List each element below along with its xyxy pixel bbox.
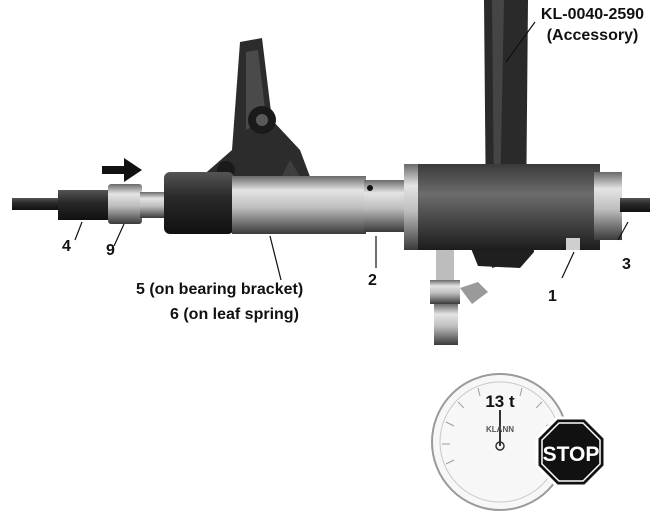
hydraulic-hose (430, 250, 488, 345)
label-9: 9 (106, 242, 115, 259)
label-1: 1 (548, 288, 557, 305)
pressure-gauge-stop: 13 t KLANN STOP (430, 372, 630, 511)
tool-photo (12, 0, 650, 345)
label-bearing-bracket: 5 (on bearing bracket) (136, 281, 304, 298)
sleeve-cylinder (232, 176, 366, 234)
label-2: 2 (368, 272, 377, 289)
adapter-dark (164, 172, 234, 234)
gauge-brand-logo: KLANN (486, 425, 514, 434)
spindle (12, 184, 166, 224)
label-leaf-spring: 6 (on leaf spring) (170, 306, 299, 323)
hydraulic-cylinder (404, 164, 600, 250)
threaded-cap (594, 172, 622, 240)
arrow-icon (102, 158, 142, 182)
stop-sign-text: STOP (543, 443, 600, 466)
stop-sign (535, 416, 607, 488)
label-4: 4 (62, 238, 71, 255)
leader-lines (74, 21, 629, 281)
gauge-reading: 13 t (485, 392, 515, 411)
label-3: 3 (622, 256, 631, 273)
tool-label: KL-0040-2590 (Accessory) (540, 6, 645, 44)
